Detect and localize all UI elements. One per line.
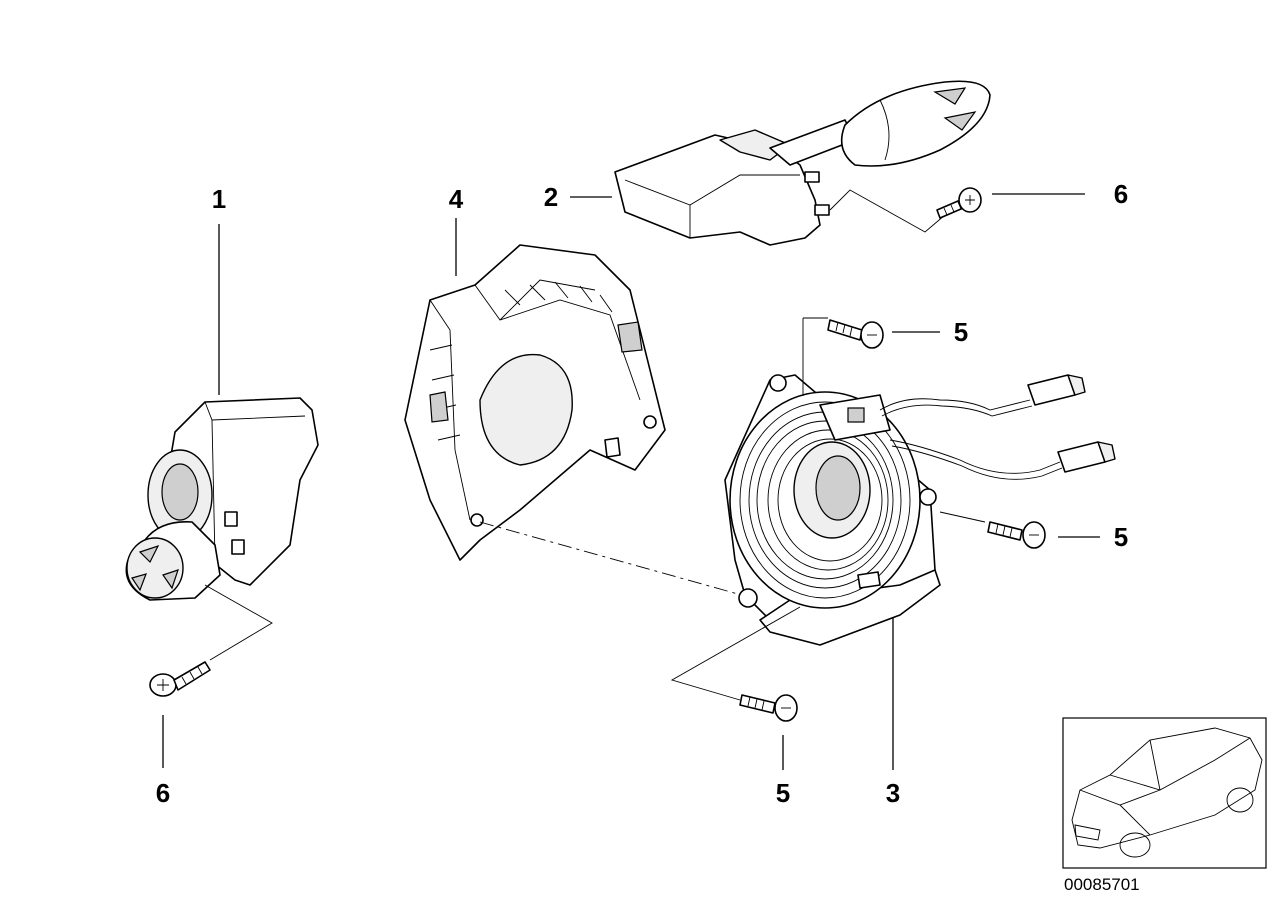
screw-5-upper <box>827 319 884 349</box>
callout-6-right: 6 <box>1114 179 1128 209</box>
vehicle-location-thumbnail <box>1062 717 1267 869</box>
callout-6-left: 6 <box>156 778 170 808</box>
connector-lower <box>1057 441 1116 473</box>
callout-5-bottom: 5 <box>776 778 790 808</box>
leader-2-to-screw <box>829 189 946 233</box>
leader-slip-to-screw-5-right <box>939 511 986 523</box>
callout-1: 1 <box>212 184 226 214</box>
screw-6-right <box>936 187 982 219</box>
callout-5-upper: 5 <box>954 317 968 347</box>
part-3-slip-ring <box>724 374 941 646</box>
screw-5-right <box>987 521 1046 549</box>
wire-upper-b <box>881 404 1033 417</box>
leader-slip-to-screw-5-bottom <box>670 606 801 701</box>
callout-2: 2 <box>544 182 558 212</box>
part-1-stalk-switch <box>125 397 319 601</box>
leader-1-to-screw <box>204 584 273 661</box>
diagram-code: 00085701 <box>1064 875 1140 894</box>
wire-lower-a <box>889 439 1061 474</box>
wire-upper-a <box>879 398 1031 411</box>
part-2-wiper-switch <box>614 80 991 246</box>
screw-5-bottom <box>739 694 798 722</box>
screw-6-left <box>149 661 211 697</box>
alignment-line <box>479 521 746 597</box>
part-4-housing <box>404 244 666 561</box>
callout-4: 4 <box>449 184 464 214</box>
callout-3: 3 <box>886 778 900 808</box>
connector-upper <box>1027 374 1086 406</box>
callout-5-right: 5 <box>1114 522 1128 552</box>
wire-lower-b <box>891 445 1063 480</box>
